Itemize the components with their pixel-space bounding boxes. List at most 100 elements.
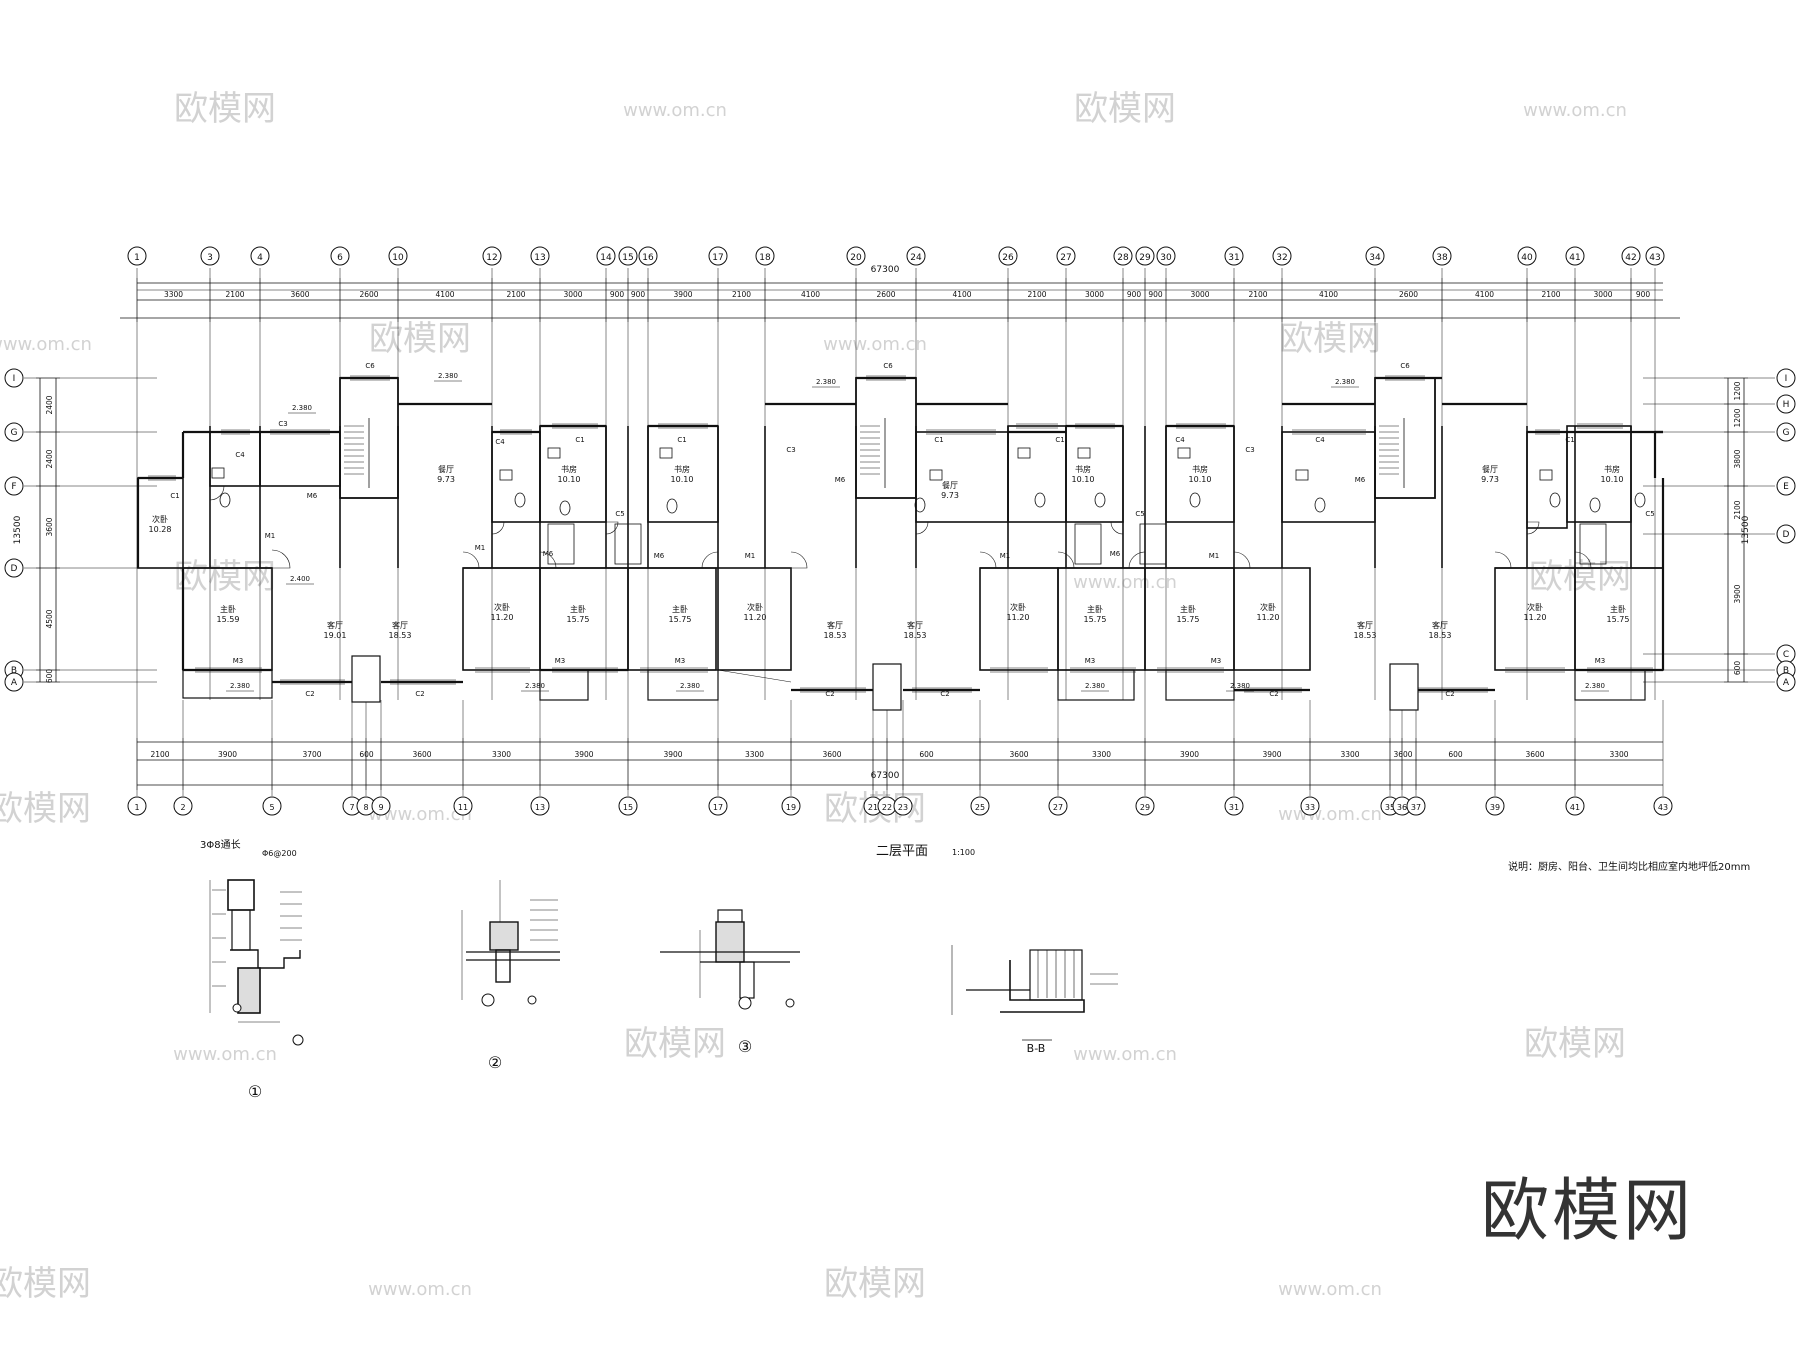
axis-label: G xyxy=(1783,428,1790,438)
watermark-text: 欧模网 xyxy=(174,557,276,597)
room-outline xyxy=(1165,425,1235,523)
opening-tag: C2 xyxy=(1445,690,1454,698)
axis-label: 41 xyxy=(1570,803,1580,812)
dim-value: 4100 xyxy=(1475,290,1494,299)
axis-label: 7 xyxy=(349,803,354,812)
room-name: 书房 xyxy=(674,464,690,474)
opening-tag: M3 xyxy=(233,657,244,665)
plan-title: 二层平面 xyxy=(876,844,928,859)
axis-label: 31 xyxy=(1228,253,1239,263)
door-swing xyxy=(1574,551,1592,569)
axis-label: 10 xyxy=(392,253,404,263)
dim-value: 3600 xyxy=(45,517,54,536)
detail-1-caption: 3Φ8通长 xyxy=(200,839,241,851)
entrance-notch xyxy=(1389,663,1419,711)
opening-tag: M3 xyxy=(555,657,566,665)
level-mark: 2.380 xyxy=(1585,682,1605,690)
dim-value: 3900 xyxy=(1180,750,1199,759)
dim-value: 3300 xyxy=(492,750,511,759)
axis-bubble xyxy=(1485,796,1505,816)
room-name: 主卧 xyxy=(672,604,688,614)
axis-label: 37 xyxy=(1411,803,1421,812)
room-outline xyxy=(1065,425,1124,523)
detail-1-member xyxy=(231,909,251,951)
dim-value: 3600 xyxy=(1393,750,1412,759)
axis-bubble xyxy=(1156,246,1176,266)
axis-bubble xyxy=(4,422,24,442)
balcony xyxy=(647,669,719,701)
axis-bubble xyxy=(846,246,866,266)
opening-tag: C2 xyxy=(415,690,424,698)
room-name: 书房 xyxy=(1604,464,1620,474)
room-area: 11.20 xyxy=(1007,613,1030,622)
axis-label: 2 xyxy=(180,803,185,812)
detail-1-bubble xyxy=(292,1034,304,1046)
axis-bubble xyxy=(1565,796,1585,816)
opening-tag: M3 xyxy=(1085,657,1096,665)
bathtub xyxy=(547,523,575,565)
plan-scale: 1:100 xyxy=(952,848,975,857)
door-swing xyxy=(790,551,808,569)
room-outline xyxy=(717,567,792,671)
axis-label: 3 xyxy=(207,253,213,263)
room-name: 客厅 xyxy=(1357,620,1373,630)
sink-fixture xyxy=(1177,447,1191,459)
room-name: 次卧 xyxy=(1010,602,1026,612)
axis-bubble xyxy=(1517,246,1537,266)
dim-value: 2100 xyxy=(150,750,169,759)
watermark-text: www.om.cn xyxy=(173,1044,277,1065)
toilet-fixture xyxy=(1189,492,1201,508)
axis-bubble xyxy=(708,246,728,266)
axis-label: 28 xyxy=(1117,253,1129,263)
dim-value: 2100 xyxy=(1541,290,1560,299)
axis-label: D xyxy=(11,564,18,574)
axis-label: 20 xyxy=(850,253,862,263)
room-name: 主卧 xyxy=(1610,604,1626,614)
opening-tag: C3 xyxy=(786,446,795,454)
opening-tag: M6 xyxy=(543,550,554,558)
dim-value: 3700 xyxy=(302,750,321,759)
opening-tag: C2 xyxy=(305,690,314,698)
room-name: 餐厅 xyxy=(438,465,454,474)
dim-value: 900 xyxy=(1148,290,1163,299)
opening-tag: C1 xyxy=(575,436,584,444)
room-area: 15.59 xyxy=(217,615,240,624)
axis-label: 36 xyxy=(1397,803,1407,812)
toilet-fixture xyxy=(1634,492,1646,508)
detail-3-member xyxy=(715,921,745,963)
dim-value: 2100 xyxy=(1027,290,1046,299)
axis-bubble xyxy=(371,796,391,816)
door-swing xyxy=(1494,551,1512,569)
dim-value: 3600 xyxy=(1009,750,1028,759)
axis-bubble xyxy=(1113,246,1133,266)
door-swing xyxy=(271,549,291,569)
room-name: 客厅 xyxy=(907,620,923,630)
detail-3-bubble xyxy=(738,996,752,1010)
axis-label: 8 xyxy=(363,803,368,812)
room-area: 11.20 xyxy=(491,613,514,622)
room-name: 主卧 xyxy=(220,604,236,614)
axis-label: 30 xyxy=(1160,253,1172,263)
axis-label: 21 xyxy=(868,803,878,812)
room-name: 主卧 xyxy=(1087,604,1103,614)
opening-tag: C1 xyxy=(1055,436,1064,444)
balcony xyxy=(1165,669,1235,701)
dim-value: 4100 xyxy=(435,290,454,299)
room-area: 11.20 xyxy=(1524,613,1547,622)
axis-bubble xyxy=(1776,476,1796,496)
dim-value: 900 xyxy=(1127,290,1142,299)
opening-tag: M1 xyxy=(475,544,486,552)
axis-bubble xyxy=(4,368,24,388)
room-name: 次卧 xyxy=(1527,602,1543,612)
opening-tag: C4 xyxy=(1315,436,1325,444)
axis-label: 1 xyxy=(134,803,139,812)
toilet-fixture xyxy=(1094,492,1106,508)
axis-label: 6 xyxy=(337,253,343,263)
detail-1-rebar: Φ6@200 xyxy=(262,849,297,858)
bathtub xyxy=(1074,523,1102,565)
toilet-fixture xyxy=(514,492,526,508)
sink-fixture xyxy=(1017,447,1031,459)
section-label: B-B xyxy=(1027,1042,1046,1055)
room-outline xyxy=(259,431,341,487)
